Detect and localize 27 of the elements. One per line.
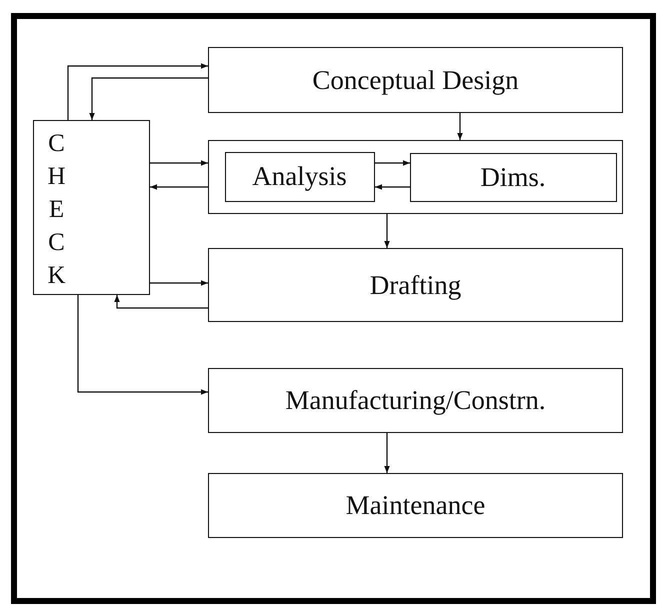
process-box <box>208 47 623 113</box>
arrow <box>114 295 208 309</box>
arrow <box>77 295 208 395</box>
process-box <box>208 368 623 433</box>
arrow <box>67 63 208 120</box>
vertical-label: CHECK <box>46 129 67 291</box>
box-label: Conceptual Design <box>312 64 519 96</box>
process-box <box>208 473 623 538</box>
box-label: Maintenance <box>346 490 486 521</box>
arrow <box>150 160 208 166</box>
arrow <box>384 433 390 473</box>
process-box <box>208 248 623 322</box>
process-box <box>410 152 616 202</box>
arrow <box>89 77 208 120</box>
group-box <box>208 140 623 214</box>
arrow <box>457 113 463 140</box>
process-box <box>33 120 150 295</box>
process-box <box>224 152 374 202</box>
box-label: Manufacturing/Constrn. <box>285 385 546 416</box>
arrow <box>150 184 208 190</box>
arrow <box>150 280 208 286</box>
arrow <box>375 184 410 190</box>
arrow <box>384 214 390 248</box>
box-label: Drafting <box>370 270 462 300</box>
arrow <box>375 160 410 166</box>
box-label: Analysis <box>252 161 347 192</box>
box-label: Dims. <box>480 162 546 192</box>
